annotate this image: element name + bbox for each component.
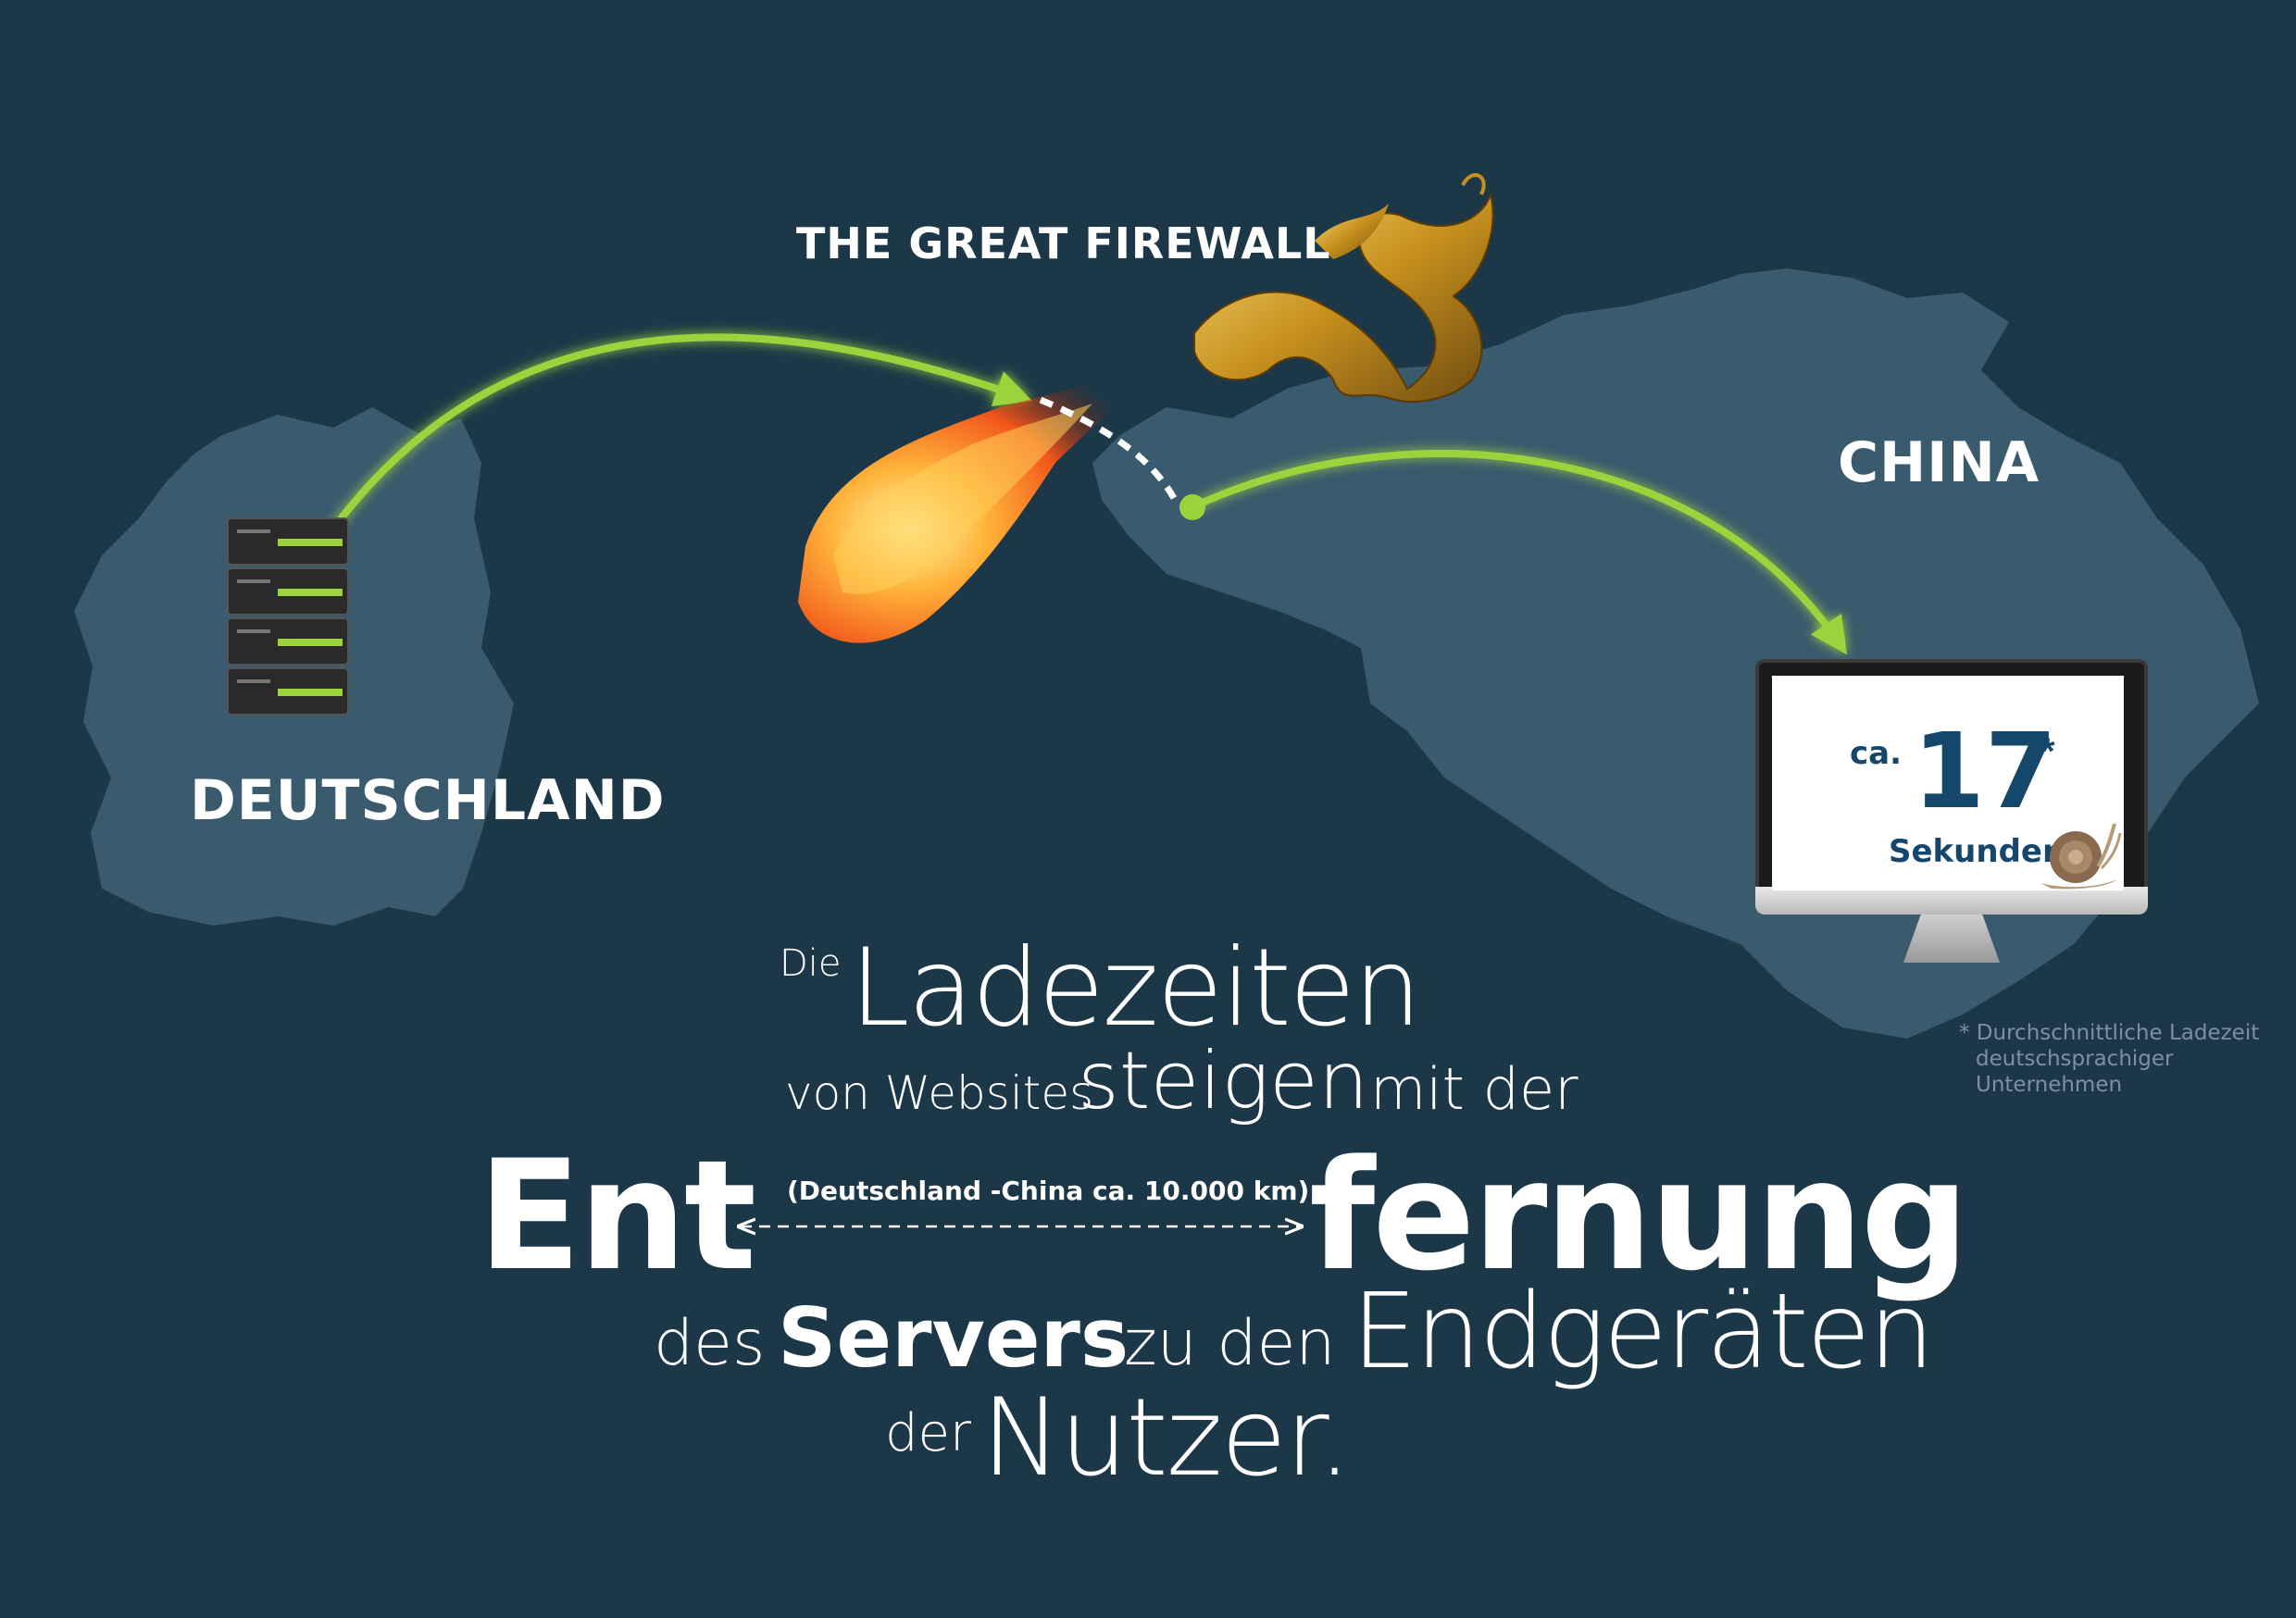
footnote-line-3: Unternehmen (1976, 1073, 2123, 1098)
headline-servers: Servers (778, 1290, 1129, 1386)
headline-von-websites: von Websites (785, 1066, 1094, 1120)
headline-ladezeiten: Ladezeiten (850, 926, 1422, 1051)
headline-fernung: fernung (1309, 1127, 1969, 1304)
load-time-prefix: ca. (1850, 735, 1903, 772)
headline-des: des (654, 1307, 766, 1380)
headline-nutzer: Nutzer. (981, 1375, 1352, 1500)
firewall-label: THE GREAT FIREWALL (796, 218, 1331, 268)
monitor-chin (1755, 887, 2148, 915)
headline-ent: Ent (478, 1127, 756, 1304)
fire-icon (798, 357, 1167, 643)
firewall-dotted-line (1039, 396, 1178, 500)
distance-arrow (733, 1213, 1307, 1240)
germany-map (74, 407, 514, 926)
headline-der: der (885, 1403, 972, 1463)
monitor-screen: ca. 17 * Sekunden (1772, 676, 2124, 890)
arrow-start-dot (1179, 494, 1205, 520)
germany-label: DEUTSCHLAND (190, 768, 666, 833)
dragon-icon (1193, 173, 1494, 403)
load-time-value: 17 (1913, 712, 2057, 832)
footnote-line-2: deutschsprachiger (1976, 1047, 2174, 1072)
snail-icon (2040, 823, 2122, 890)
load-time-unit: Sekunden (1889, 833, 2065, 870)
arrow-firewall-to-china (1191, 450, 1848, 655)
headline-mit-der: mit der (1370, 1055, 1578, 1123)
headline-die: Die (780, 942, 842, 985)
footnote: * Durchschnittliche Ladezeit deutschspra… (1959, 1020, 2265, 1098)
load-time-asterisk: * (2040, 731, 2055, 772)
footnote-line-1: * Durchschnittliche Ladezeit (1959, 1021, 2260, 1045)
arrow-germany-to-firewall (322, 333, 1033, 541)
monitor-stand (1903, 915, 2000, 963)
server-rack-icon (227, 517, 349, 716)
headline-zu-den: zu den (1124, 1307, 1336, 1380)
headline-steigen: steigen (1078, 1035, 1369, 1127)
headline-endgeraeten: Endgeräten (1352, 1272, 1934, 1392)
china-label: CHINA (1838, 430, 2040, 495)
monitor-icon: ca. 17 * Sekunden (1755, 659, 2148, 963)
distance-note: (Deutschland -China ca. 10.000 km) (787, 1176, 1310, 1206)
